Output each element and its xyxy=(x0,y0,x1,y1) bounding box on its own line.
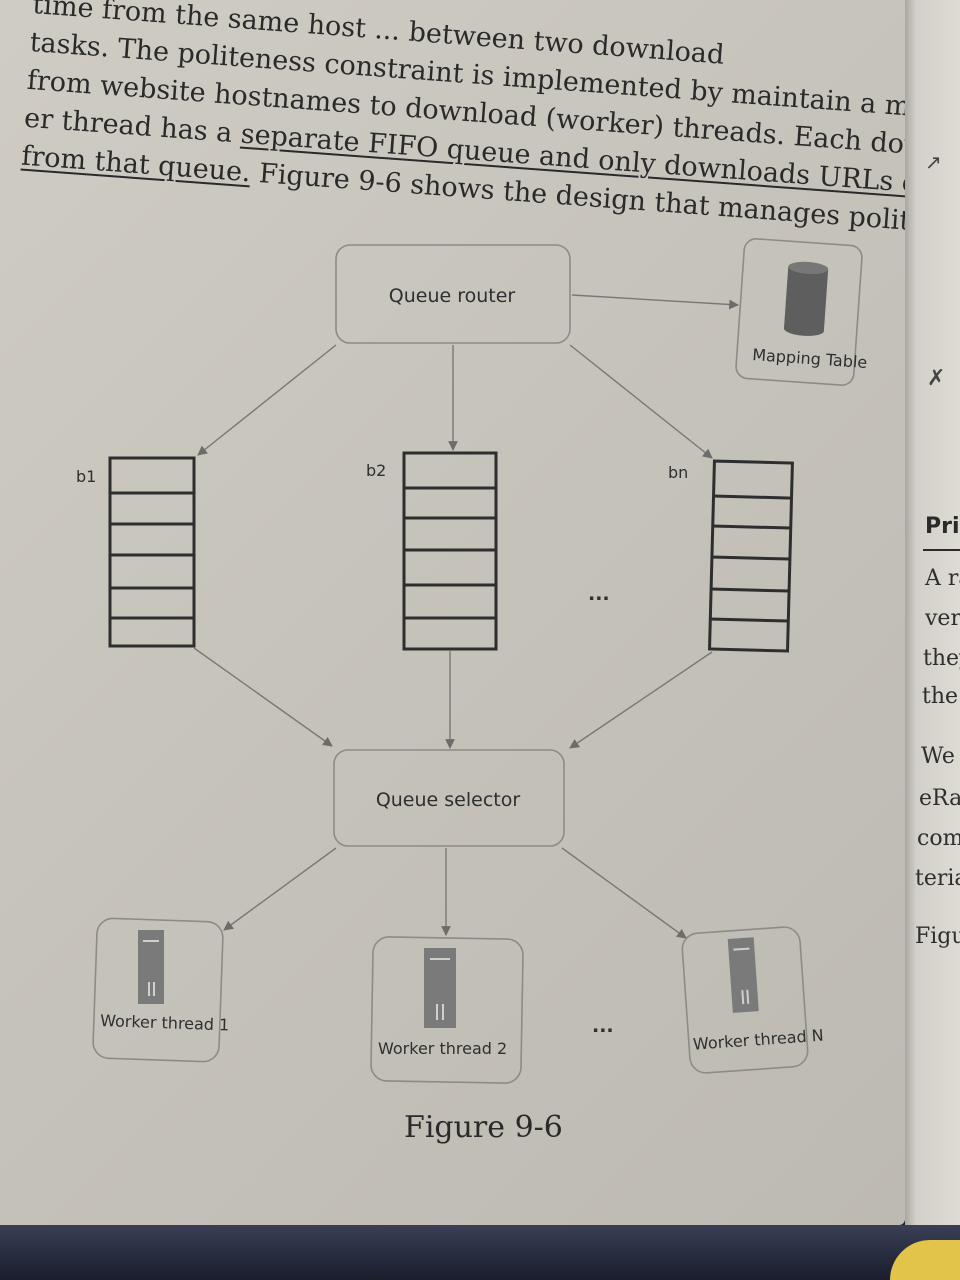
bn-to-selector-arrow xyxy=(569,651,713,749)
queue-b1 xyxy=(108,456,196,648)
mapping-table-box xyxy=(735,238,863,386)
queue-selector-label: Queue selector xyxy=(376,789,521,811)
queue-b1-label: b1 xyxy=(76,467,96,486)
queue-b2-label: b2 xyxy=(366,461,386,480)
server-icon xyxy=(138,930,164,1004)
right-page-line-4: the A xyxy=(922,684,960,709)
figure-caption: Figure 9-6 xyxy=(404,1110,563,1145)
queues-ellipsis: ... xyxy=(588,583,610,605)
selector-to-worker1-arrow xyxy=(223,847,337,931)
right-page-line-3: they xyxy=(923,646,960,671)
worker-thread-n-label: Worker thread N xyxy=(692,1026,824,1054)
right-page-line-1: A ra xyxy=(925,566,960,591)
router-to-mapping-arrow xyxy=(571,294,739,310)
right-page-line-6: eRan xyxy=(919,786,960,811)
right-page-line-5: We p xyxy=(921,744,960,769)
pencil-arrow-mark: ↗ xyxy=(925,150,942,174)
selector-to-workerN-arrow xyxy=(561,847,687,939)
heading-rule xyxy=(923,549,960,551)
right-page-line-9: Figur xyxy=(915,924,960,949)
pencil-x-mark: ✗ xyxy=(927,366,946,391)
b1-to-selector-arrow xyxy=(193,647,333,747)
right-page-heading: Pri xyxy=(925,514,960,539)
book-page-right: ↗ ✗ Pri A ra very they the A We p eRan c… xyxy=(905,0,960,1270)
queue-router-label: Queue router xyxy=(389,285,516,307)
worker-thread-n: Worker thread N xyxy=(681,926,824,1074)
workers-ellipsis: ... xyxy=(592,1015,614,1037)
right-page-line-7: comp xyxy=(917,826,960,851)
right-page-line-2: very xyxy=(925,606,960,631)
politeness-diagram: Queue router Mapping Table b1 b2 xyxy=(76,238,868,1084)
worker-thread-2-label: Worker thread 2 xyxy=(378,1039,507,1058)
database-icon xyxy=(783,261,829,336)
queue-bn-label: bn xyxy=(668,463,688,482)
worker-thread-2: Worker thread 2 xyxy=(370,936,524,1084)
right-page-line-8: terial xyxy=(915,866,960,891)
queue-bn xyxy=(707,459,794,653)
router-to-bn-arrow xyxy=(569,344,713,459)
server-icon xyxy=(727,937,759,1013)
worker-thread-1-label: Worker thread 1 xyxy=(100,1011,230,1034)
worker-thread-1: Worker thread 1 xyxy=(92,917,230,1063)
book-binding xyxy=(0,1225,960,1280)
queue-selector-box xyxy=(333,749,565,847)
book-page-left: time from the same host ... between two … xyxy=(0,0,905,1225)
queue-b2 xyxy=(402,451,498,651)
router-to-b1-arrow xyxy=(197,344,337,456)
server-icon xyxy=(424,948,456,1028)
queue-router-box xyxy=(335,244,571,344)
mapping-table-label: Mapping Table xyxy=(752,345,868,372)
